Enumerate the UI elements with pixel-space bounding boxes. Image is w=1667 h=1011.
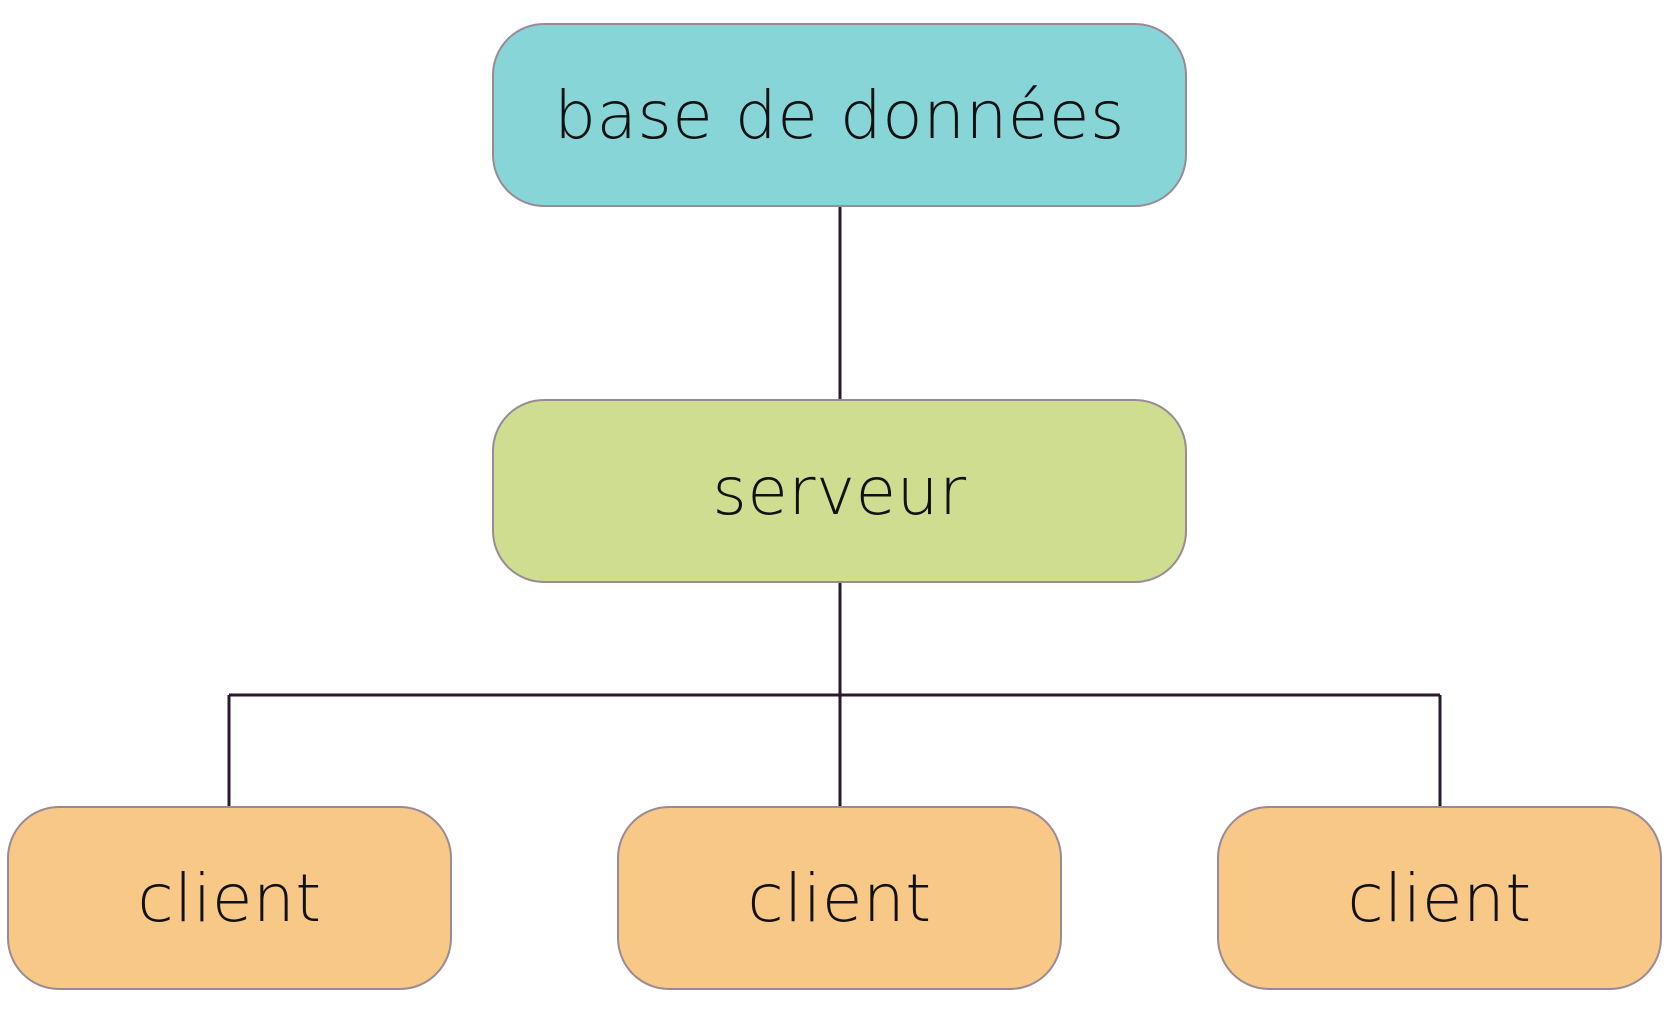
client-label: client xyxy=(747,859,932,937)
database-node: base de données xyxy=(492,23,1187,207)
client-node-right: client xyxy=(1217,806,1662,990)
client-label: client xyxy=(137,859,322,937)
client-label: client xyxy=(1347,859,1532,937)
client-node-center: client xyxy=(617,806,1062,990)
client-node-left: client xyxy=(7,806,452,990)
server-label: serveur xyxy=(712,452,967,530)
database-label: base de données xyxy=(554,76,1125,154)
server-node: serveur xyxy=(492,399,1187,583)
